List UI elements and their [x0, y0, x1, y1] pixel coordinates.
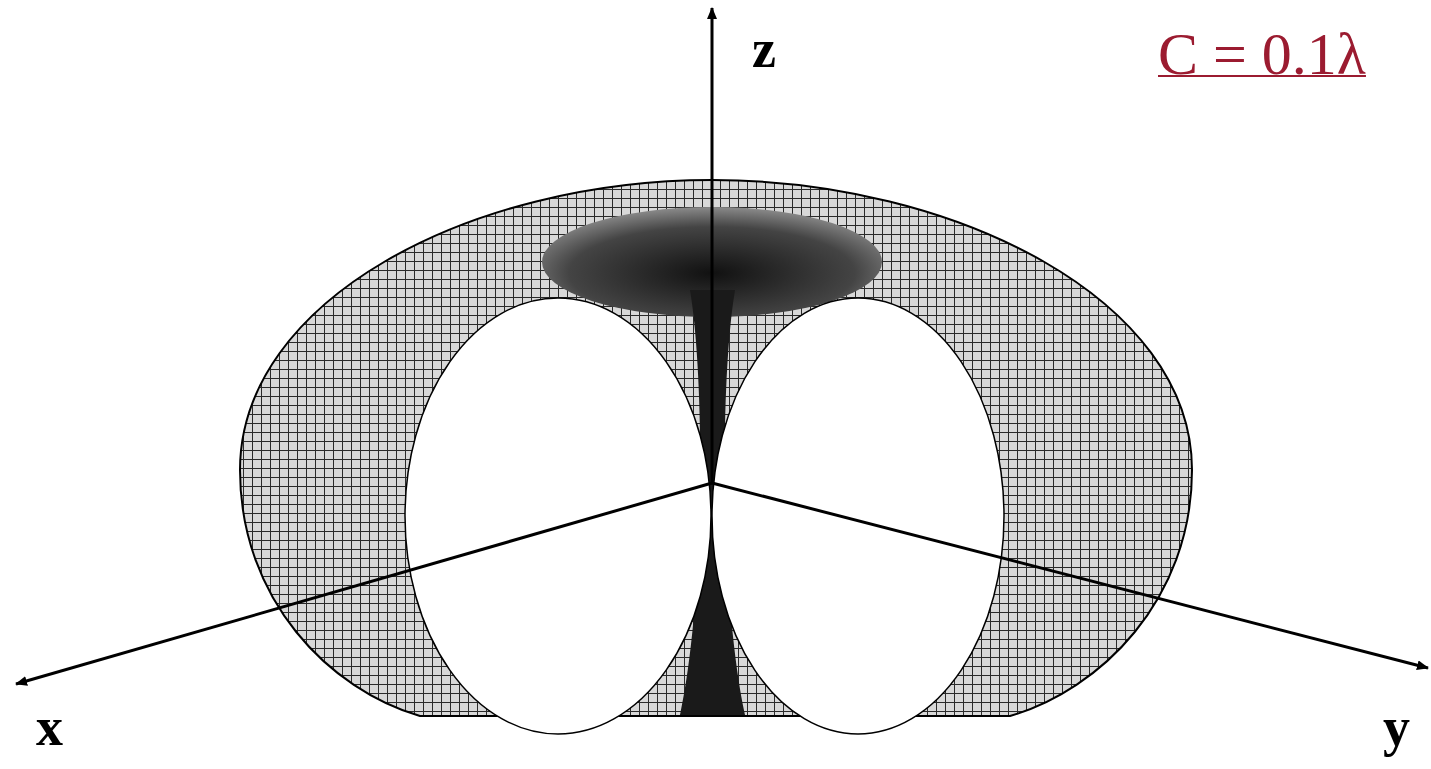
- axis-label: z: [752, 22, 776, 76]
- cross-section: [712, 298, 1004, 734]
- z-axis: [711, 8, 714, 483]
- axis-label: x: [36, 700, 63, 754]
- torus-surface: [240, 180, 1192, 716]
- circumference-label: C = 0.1λ: [1158, 24, 1366, 84]
- x-axis: [16, 483, 712, 684]
- y-axis: [712, 483, 1428, 668]
- cross-section: [405, 298, 711, 734]
- axis-label: y: [1383, 700, 1410, 754]
